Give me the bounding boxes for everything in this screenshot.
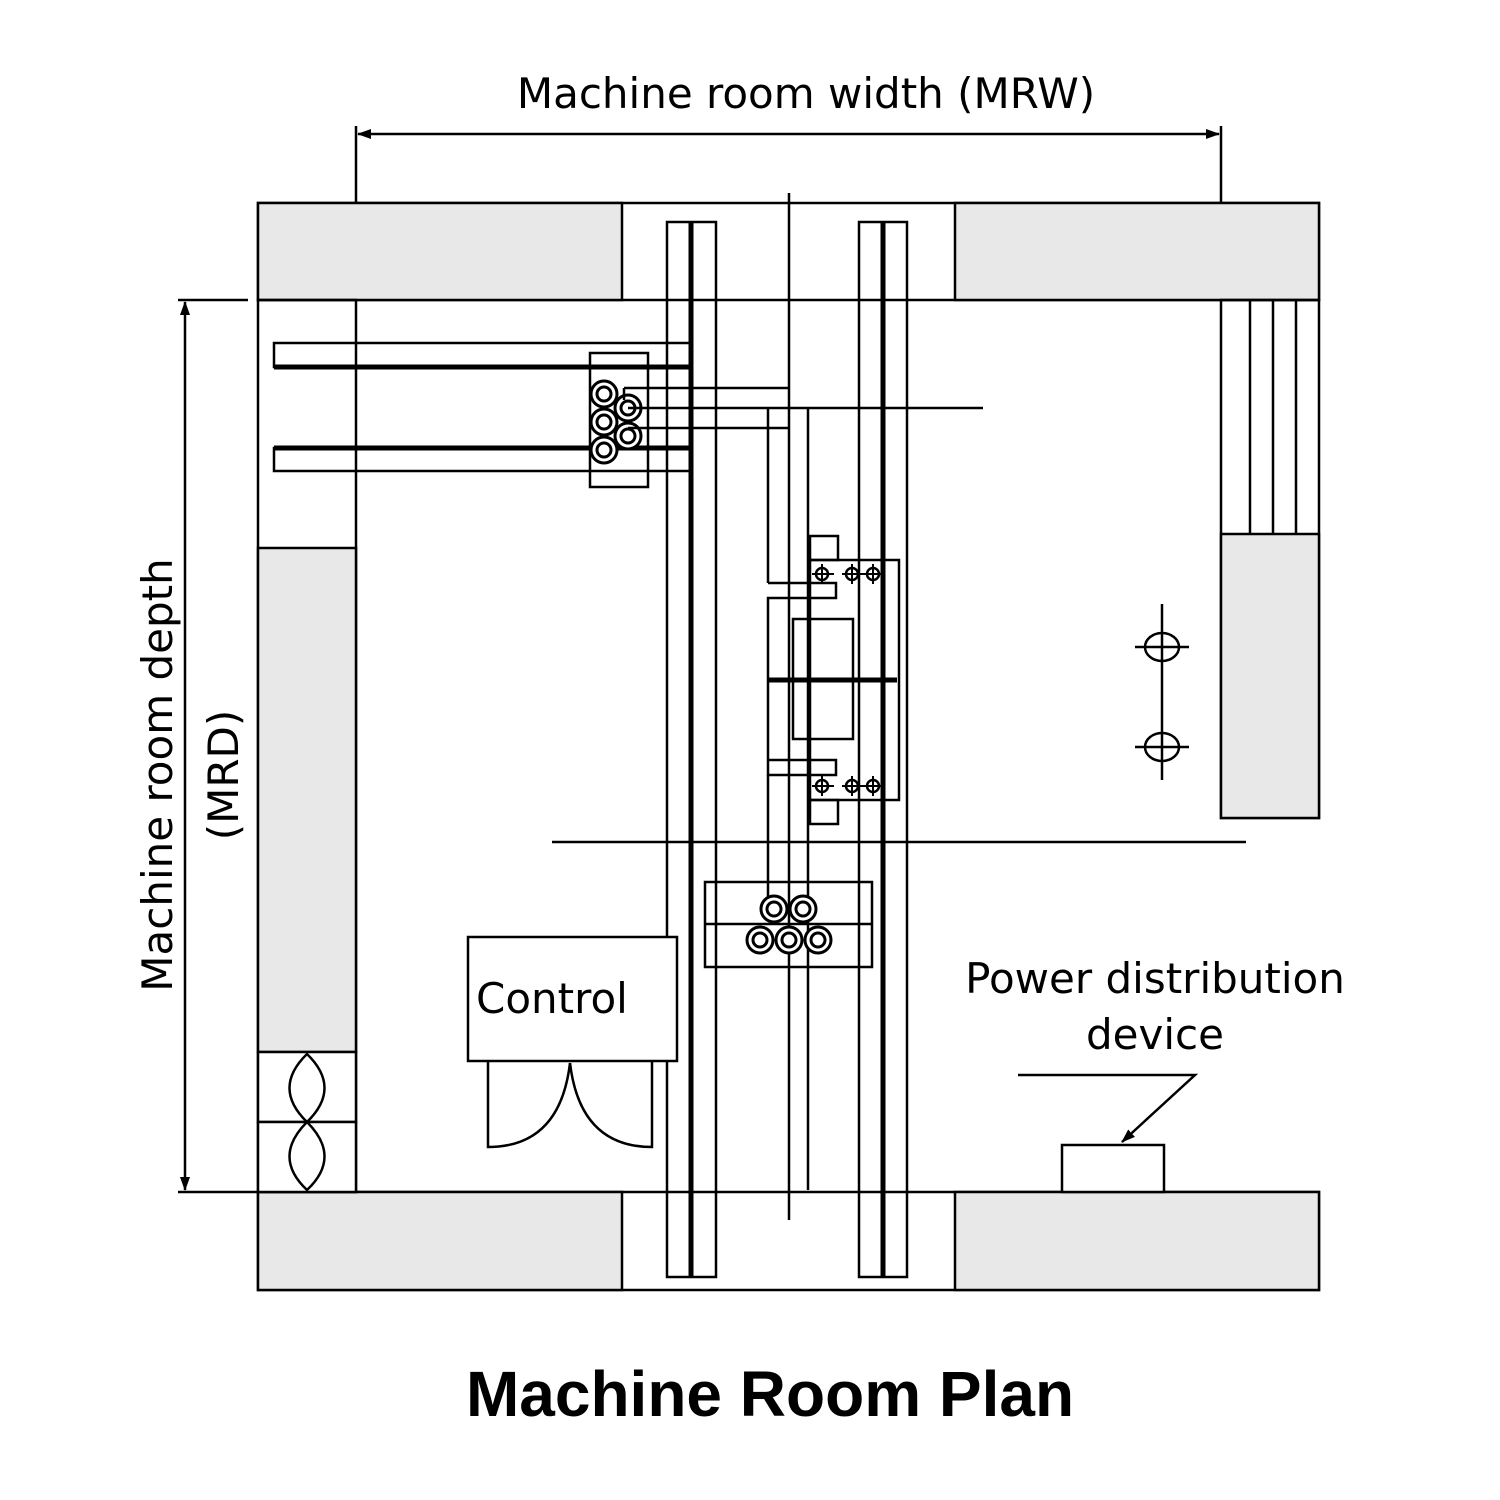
deflector-sheave-block — [588, 351, 810, 1190]
depth-dimension: Machine room depth (MRD) — [133, 298, 258, 1194]
outlet-icon — [1135, 631, 1189, 663]
page-title: Machine Room Plan — [466, 1358, 1074, 1430]
power-distribution-device: Power distribution device — [965, 954, 1345, 1194]
sheave-icon — [745, 894, 833, 955]
ventilation-fan — [256, 1050, 358, 1194]
width-dimension-label: Machine room width (MRW) — [517, 69, 1095, 118]
depth-dimension-label-line2: (MRD) — [199, 710, 248, 841]
power-device-label-line2: device — [1086, 1010, 1224, 1059]
guide-rail-right — [857, 220, 909, 1279]
traction-machine — [766, 534, 901, 826]
top-wall-left-block — [256, 201, 624, 302]
sheave-icon — [589, 379, 643, 465]
control-cabinet-label: Control — [476, 974, 628, 1023]
width-dimension: Machine room width (MRW) — [354, 69, 1223, 292]
top-wall-right-block — [953, 201, 1321, 302]
power-device-box — [1060, 1143, 1166, 1194]
guide-rail-left — [665, 220, 718, 1279]
cabinet-door-swing-icon — [486, 1061, 654, 1149]
bolt-icon — [812, 564, 885, 796]
bottom-wall-left-block — [256, 1190, 624, 1292]
leader-arrow — [1018, 1073, 1199, 1143]
control-cabinet: Control — [466, 935, 679, 1149]
left-wall-block — [256, 546, 358, 1054]
rope-sheave-block — [703, 775, 874, 969]
depth-dimension-label-line1: Machine room depth — [133, 558, 182, 991]
power-device-label-line1: Power distribution — [965, 954, 1345, 1003]
right-wall-vent — [1248, 300, 1298, 534]
fan-blade-icon — [288, 1120, 326, 1192]
bottom-wall-right-block — [953, 1190, 1321, 1292]
outlet-icon — [1135, 731, 1189, 763]
wall-outlets — [1135, 604, 1189, 780]
right-wall-block — [1219, 532, 1321, 820]
